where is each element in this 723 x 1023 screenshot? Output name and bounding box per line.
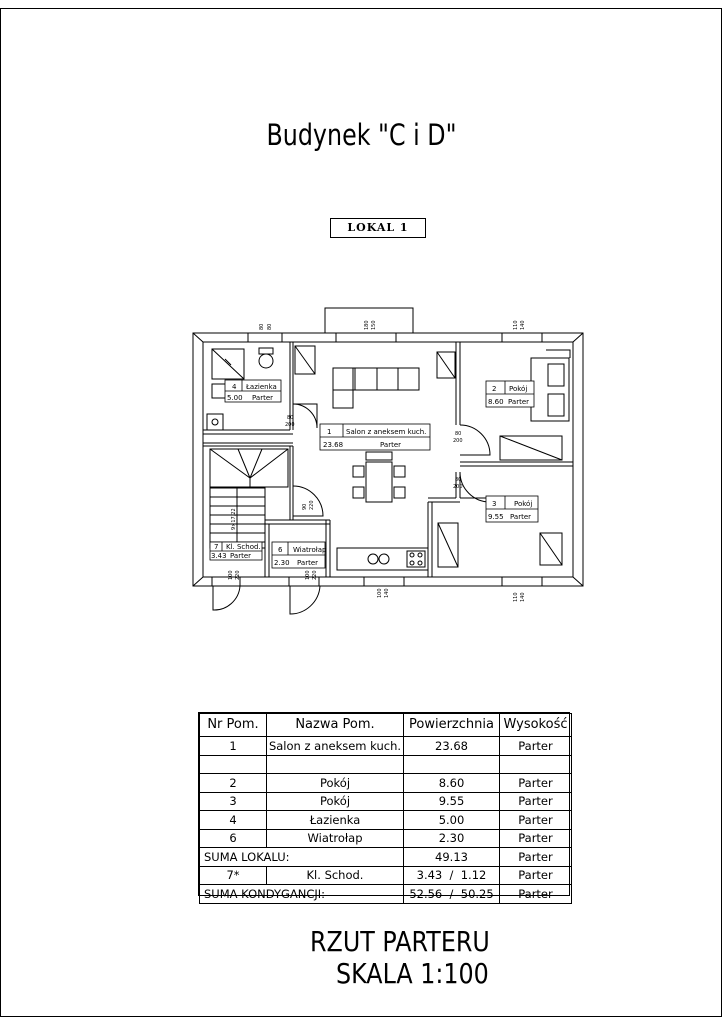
wall-bath xyxy=(289,342,294,430)
wall-vestibule xyxy=(265,519,330,525)
dim-door-bath-w: 80 xyxy=(287,415,293,421)
room2-no: 2 xyxy=(492,385,496,393)
table-row-empty xyxy=(199,754,572,774)
table-row-suma-kondygnacji: SUMA KONDYGANCJI: 52.56 / 50.25 Parter xyxy=(199,884,572,904)
dim-door-ext2-h: 220 xyxy=(312,570,318,580)
dim-win3-b: 140 xyxy=(520,320,526,330)
wardrobe-room2 xyxy=(499,435,563,461)
dim-win4-b: 140 xyxy=(384,588,390,598)
wardrobe-1 xyxy=(294,345,316,375)
room2-level: Parter xyxy=(508,398,529,406)
drawing-sheet-frame xyxy=(0,8,722,1017)
drawing-name: RZUT PARTERU xyxy=(310,925,490,958)
dim-door-ext1-w: 100 xyxy=(228,570,234,580)
dim-win1-a: 80 xyxy=(259,324,265,330)
table-row: 6 Wiatrołap 2.30 Parter xyxy=(199,828,572,848)
wall-room2 xyxy=(455,342,461,425)
room7-name: Kl. Schod. xyxy=(226,543,261,551)
room4-level: Parter xyxy=(252,394,273,402)
bed xyxy=(530,357,570,422)
table-row: 2 Pokój 8.60 Parter xyxy=(199,773,572,793)
th-room-name: Nazwa Pom. xyxy=(266,713,404,737)
dim-door-vest-w: 90 xyxy=(302,504,308,510)
room3-area: 9.55 xyxy=(488,513,504,521)
kitchen-counter xyxy=(336,547,429,571)
dim-win5-a: 110 xyxy=(513,592,519,602)
room7-no: 7 xyxy=(214,543,218,551)
dim-win5-b: 140 xyxy=(520,592,526,602)
room4-area: 5.00 xyxy=(227,394,243,402)
room3-name: Pokój xyxy=(514,500,532,508)
dim-win4-a: 100 xyxy=(377,588,383,598)
door-bath xyxy=(292,403,318,429)
unit-label-box: LOKAL 1 xyxy=(330,218,426,238)
dim-door-bath-h: 200 xyxy=(285,422,295,428)
dim-door-r3-w: 80 xyxy=(455,477,461,483)
table-row: 4 Łazienka 5.00 Parter xyxy=(199,810,572,830)
sofa xyxy=(332,367,420,391)
dim-win2-b: 150 xyxy=(371,320,377,330)
room6-name: Wiatrołap xyxy=(293,546,327,554)
room4-name: Łazienka xyxy=(245,383,277,391)
room6-area: 2.30 xyxy=(274,559,290,567)
window-top-1 xyxy=(247,332,283,343)
room6-level: Parter xyxy=(297,559,318,567)
dim-door-r3-h: 200 xyxy=(453,484,463,490)
table-row-suma-lokalu: SUMA LOKALU: 49.13 Parter xyxy=(199,847,572,867)
room6-no: 6 xyxy=(278,546,283,554)
door-stair-entrance xyxy=(212,585,241,611)
table-row: 3 Pokój 9.55 Parter xyxy=(199,791,572,811)
room3-no: 3 xyxy=(492,500,496,508)
shower-tray xyxy=(211,348,245,380)
th-room-no: Nr Pom. xyxy=(199,713,267,737)
dim-door-ext1-h: 220 xyxy=(235,570,241,580)
room7-level: Parter xyxy=(230,552,251,560)
room1-level: Parter xyxy=(380,441,401,449)
table-header-row: Nr Pom. Nazwa Pom. Powierzchnia Wysokość xyxy=(199,713,572,737)
dim-door-vest-h: 220 xyxy=(309,500,315,510)
dim-win3-a: 110 xyxy=(513,320,519,330)
table-row-stair: 7* Kl. Schod. 3.43 / 1.12 Parter xyxy=(199,865,572,885)
room7-area: 3.43 xyxy=(211,552,227,560)
toilet xyxy=(258,353,274,369)
room2-area: 8.60 xyxy=(488,398,504,406)
rooms-table: Nr Pom. Nazwa Pom. Powierzchnia Wysokość… xyxy=(198,712,572,904)
th-area: Powierzchnia xyxy=(403,713,500,737)
dim-win2-a: 180 xyxy=(364,320,370,330)
th-height: Wysokość xyxy=(499,713,572,737)
room3-level: Parter xyxy=(510,513,531,521)
staircase-upper xyxy=(209,448,289,488)
dining-table xyxy=(365,461,393,503)
dim-win1-b: 80 xyxy=(267,324,273,330)
room4-no: 4 xyxy=(232,383,237,391)
stair-dimension-note: 9×17,22 xyxy=(231,508,237,530)
dim-door-r2-w: 80 xyxy=(455,431,461,437)
dim-door-ext2-w: 100 xyxy=(305,570,311,580)
room1-area: 23.68 xyxy=(323,441,343,449)
room1-no: 1 xyxy=(327,428,331,436)
room1-name: Salon z aneksem kuch. xyxy=(346,428,426,436)
drawing-scale: SKALA 1:100 xyxy=(336,957,489,990)
room2-name: Pokój xyxy=(509,385,527,393)
building-title: Budynek "C i D" xyxy=(266,118,457,152)
table-row: 1 Salon z aneksem kuch. 23.68 Parter xyxy=(199,736,572,756)
dim-door-r2-h: 200 xyxy=(453,438,463,444)
